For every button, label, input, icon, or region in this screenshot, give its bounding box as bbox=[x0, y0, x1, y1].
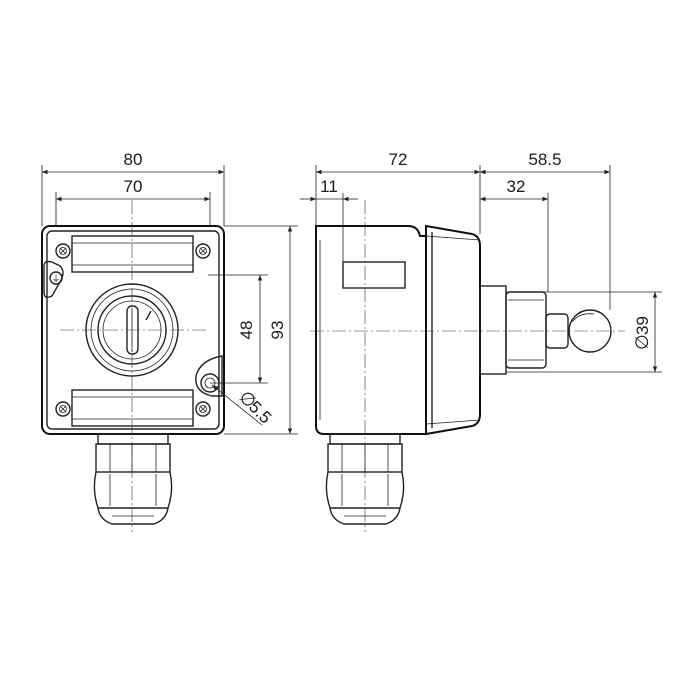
dim-side-offset: 11 bbox=[320, 177, 338, 196]
bottom-label-plate bbox=[71, 389, 194, 427]
dim-front-width-outer: 80 bbox=[124, 150, 143, 169]
screw-bottom-right-icon bbox=[195, 401, 211, 417]
side-inner-recess bbox=[342, 261, 406, 289]
ground-symbol: ⏚ bbox=[51, 274, 60, 284]
screw-top-left-icon bbox=[55, 243, 71, 259]
ground-lug-icon: ⏚ bbox=[43, 260, 64, 299]
side-view: 72 58.5 11 32 ∅ 39 bbox=[300, 150, 662, 532]
screw-top-right-icon bbox=[195, 243, 211, 259]
actuator-side-icon bbox=[479, 285, 612, 375]
front-enclosure-inner-edge bbox=[46, 230, 220, 430]
dim-front-height-inner: 48 bbox=[237, 321, 256, 340]
dim-knob-diameter: 39 bbox=[633, 316, 652, 335]
top-label-plate bbox=[71, 235, 194, 273]
dim-front-width-inner: 70 bbox=[124, 177, 143, 196]
side-cover bbox=[425, 224, 481, 436]
cable-gland-front-icon bbox=[93, 433, 173, 525]
dim-front-height-outer: 93 bbox=[268, 321, 287, 340]
screw-bottom-left-icon bbox=[55, 401, 71, 417]
front-view: ⏚ bbox=[41, 150, 298, 532]
dim-knob-diameter-symbol: ∅ bbox=[632, 334, 652, 350]
side-enclosure bbox=[315, 225, 427, 435]
dim-actuator-inner: 32 bbox=[507, 177, 526, 196]
dim-actuator-length: 58.5 bbox=[528, 150, 561, 169]
dim-side-depth: 72 bbox=[389, 150, 408, 169]
